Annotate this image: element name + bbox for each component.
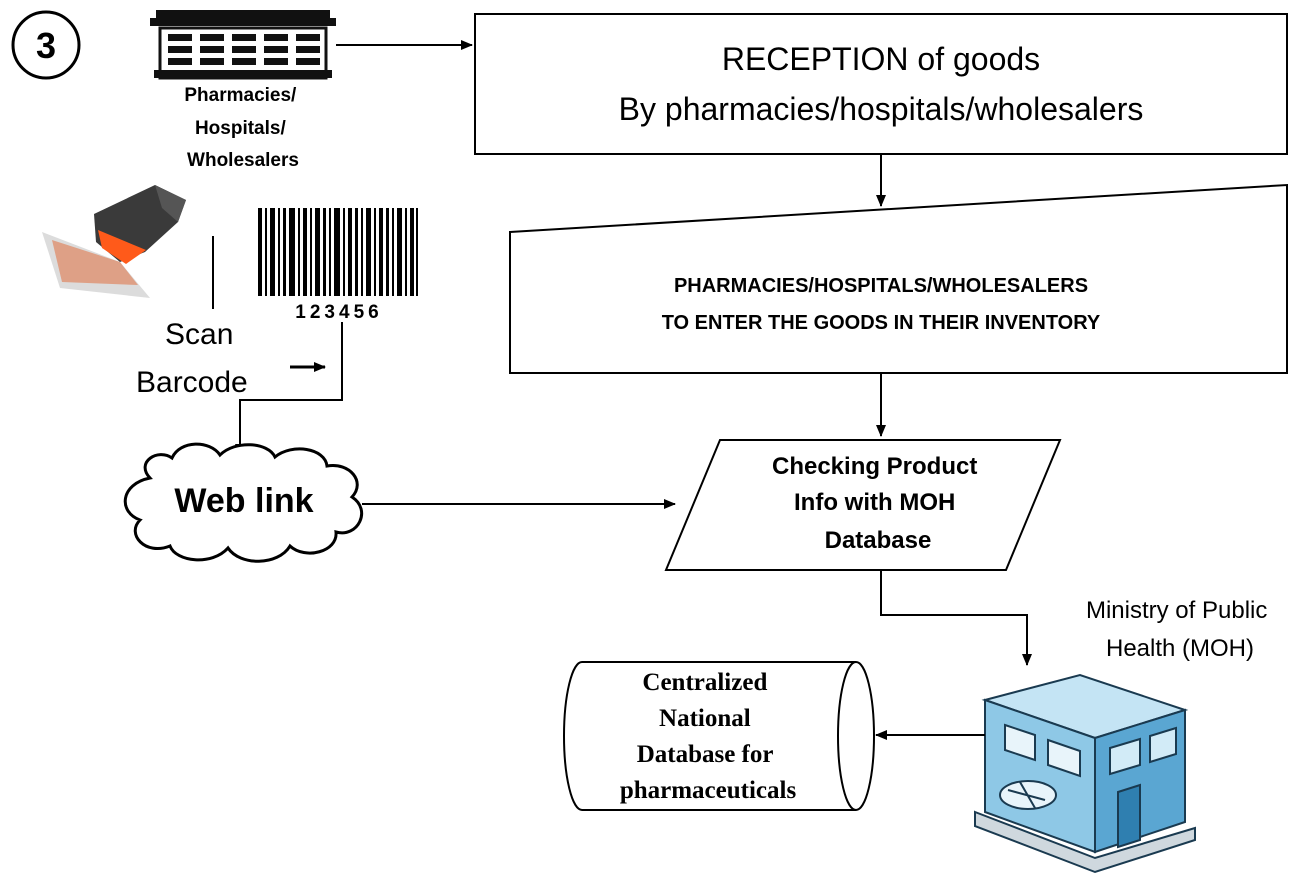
web-link-label: Web link: [174, 482, 313, 520]
arrow-barcode-to-weblink: [235, 322, 343, 456]
inventory-box: PHARMACIES/HOSPITALS/WHOLESALERS TO ENTE…: [509, 183, 1288, 374]
database-label-line: pharmaceuticals: [620, 777, 797, 804]
checking-label: Checking Product Info with MOH Database: [772, 453, 984, 554]
moh-label-line: Ministry of Public: [1086, 597, 1267, 624]
reception-title: RECEPTION of goods: [722, 41, 1040, 77]
web-link-cloud: Web link: [123, 442, 364, 563]
checking-label-line: Database: [825, 527, 932, 554]
reception-subtitle: By pharmacies/hospitals/wholesalers: [619, 91, 1144, 127]
inventory-line-1: PHARMACIES/HOSPITALS/WHOLESALERS: [674, 275, 1088, 297]
moh-label-line: Health (MOH): [1106, 635, 1254, 662]
pharmacy-label-line: Wholesalers: [187, 150, 299, 171]
pharmacy-label-line: Hospitals/: [195, 118, 287, 139]
pharmacy-label-line: Pharmacies/: [184, 85, 297, 106]
database-label-line: Database for: [637, 741, 774, 768]
arrow-checking-to-moh: [880, 570, 1032, 666]
moh-building-icon: [974, 673, 1196, 874]
pharmacy-label: Pharmacies/ Hospitals/ Wholesalers: [184, 85, 301, 171]
moh-label: Ministry of Public Health (MOH): [1086, 597, 1274, 662]
pharmacy-building-icon: [150, 10, 336, 80]
checking-label-line: Info with MOH: [794, 489, 955, 516]
barcode-scanner-icon: [42, 185, 186, 298]
checking-label-line: Checking Product: [772, 453, 977, 480]
database-label: Centralized National Database for pharma…: [620, 669, 797, 804]
scan-label-line: Scan: [165, 318, 233, 351]
database-label-line: National: [659, 705, 751, 732]
step-number-badge: 3: [11, 10, 81, 80]
database-cylinder: Centralized National Database for pharma…: [563, 661, 875, 811]
scan-label-line: Barcode: [136, 366, 248, 399]
step-number: 3: [36, 25, 56, 66]
checking-box: Checking Product Info with MOH Database: [664, 439, 1062, 571]
barcode-icon: [258, 208, 418, 296]
barcode-digits: 123456: [295, 302, 382, 323]
scan-barcode-label: Scan Barcode: [136, 318, 248, 399]
inventory-line-2: TO ENTER THE GOODS IN THEIR INVENTORY: [662, 312, 1101, 334]
reception-box: RECEPTION of goods By pharmacies/hospita…: [474, 13, 1288, 155]
database-label-line: Centralized: [642, 669, 767, 696]
